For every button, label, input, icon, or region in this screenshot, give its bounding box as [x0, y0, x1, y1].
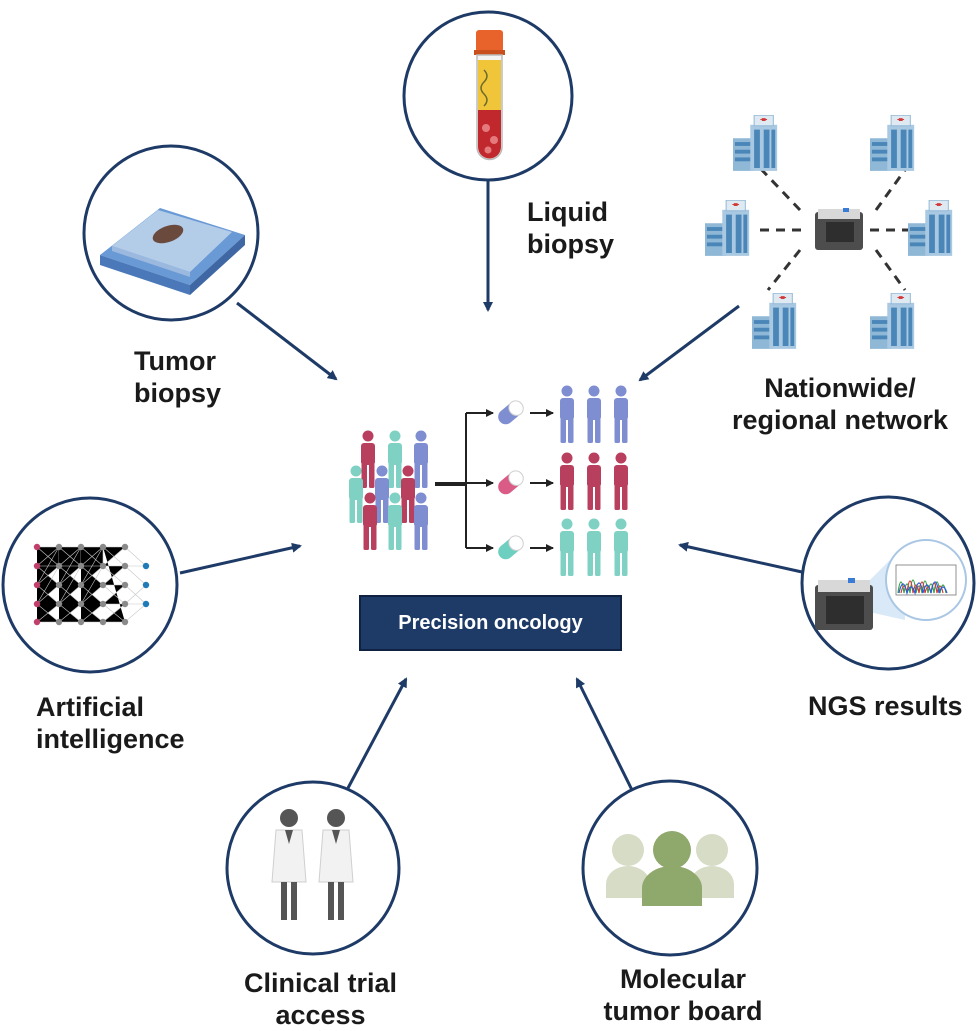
precision-oncology-label: Precision oncology — [398, 612, 583, 634]
hospital-icon — [752, 293, 797, 350]
arrow-tumor-board — [575, 677, 634, 791]
patient-icon — [587, 452, 601, 510]
patient-icon — [414, 430, 428, 488]
precision-oncology-box: Precision oncology — [359, 595, 622, 651]
ai-label: Artificial intelligence — [36, 692, 185, 754]
patient-icon — [361, 430, 375, 488]
patient-icon — [349, 465, 363, 523]
tumor-biopsy-node — [82, 144, 260, 322]
sequencer-chromatogram-icon — [815, 539, 967, 630]
tumor-board-label: Molecular tumor board — [603, 964, 763, 1026]
hospital-icon — [733, 115, 778, 172]
patient-icon — [587, 518, 601, 576]
pill-icon — [498, 535, 524, 560]
doctors-icon — [271, 809, 354, 920]
pill-icon — [498, 400, 524, 425]
patient-icon — [614, 452, 628, 510]
patient-icon — [388, 430, 402, 488]
hospital-icon — [908, 200, 953, 257]
patient-icon — [414, 492, 428, 550]
patient-icon — [388, 492, 402, 550]
patient-icon — [614, 518, 628, 576]
arrow-ngs — [678, 541, 803, 574]
arrow-network — [638, 304, 740, 382]
hospital-icon — [870, 115, 915, 172]
patient-stratification-graphic — [349, 385, 628, 576]
patient-icon — [560, 518, 574, 576]
patient-icon — [587, 385, 601, 443]
patient-icon — [614, 385, 628, 443]
arrow-ai — [179, 542, 302, 575]
arrow-clinical-trial — [346, 677, 408, 789]
arrow-tumor-biopsy — [236, 301, 338, 381]
hospital-icon — [705, 200, 750, 257]
hospital-icon — [870, 293, 915, 350]
sequencer-icon — [815, 208, 863, 250]
patient-icon — [363, 492, 377, 550]
neural-network-icon — [33, 543, 150, 626]
patient-icon — [401, 465, 415, 523]
network-label: Nationwide/ regional network — [731, 373, 949, 435]
patient-icon — [560, 385, 574, 443]
pill-icon — [498, 470, 524, 495]
patient-icon — [375, 465, 389, 523]
ai-node — [1, 496, 179, 674]
tissue-slide-icon — [100, 208, 245, 295]
liquid-biopsy-node — [402, 10, 574, 182]
group-people-icon — [606, 831, 734, 906]
tumor-board-node — [581, 779, 759, 957]
liquid-biopsy-label: Liquid biopsy — [527, 197, 615, 259]
tumor-biopsy-label: Tumor biopsy — [134, 346, 222, 408]
clinical-trial-node — [225, 780, 401, 956]
blood-tube-icon — [474, 30, 505, 161]
patient-icon — [560, 452, 574, 510]
ngs-node — [800, 495, 976, 671]
hospital-network-graphic — [705, 115, 953, 350]
ngs-label: NGS results — [808, 691, 963, 721]
clinical-trial-label: Clinical trial access — [243, 968, 398, 1030]
